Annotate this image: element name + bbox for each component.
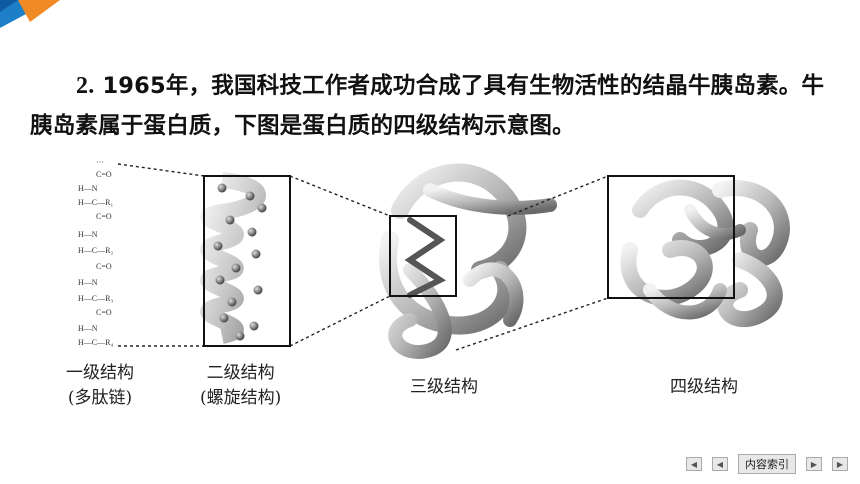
chain-hn-2: H—N [78,230,98,239]
question-number: 2. [76,73,95,99]
chain-hn-4: H—N [78,324,98,333]
helix-illustration [200,172,267,344]
helix-box [203,175,291,347]
structure-illustrations [117,163,790,359]
chain-co-4: C=O [96,308,112,317]
quaternary-illustration [620,179,790,328]
first-slide-button[interactable]: ◀ [686,457,702,471]
connector-lines-1 [117,163,205,347]
secondary-caption-title: 二级结构 [206,363,275,383]
chain-r2: H—C—R₂ [78,246,114,255]
primary-caption-subtitle: (多肽链) [67,388,133,408]
chain-r1: H—C—R₁ [78,198,114,207]
chain-hn-1: H—N [78,184,98,193]
corner-logo [0,0,60,28]
next-slide-button[interactable]: ▶ [806,457,822,471]
slide-navigation: ◀ ◀ 内容索引 ▶ ▶ [686,454,848,474]
content-index-button[interactable]: 内容索引 [738,454,796,474]
secondary-caption: 二级结构 (螺旋结构) [200,358,281,408]
quaternary-caption: 四级结构 [670,377,738,397]
chain-r3: H—C—R₃ [78,294,114,303]
question-body: 1965年，我国科技工作者成功合成了具有生物活性的结晶牛胰岛素。牛胰岛素属于蛋白… [30,73,825,139]
question-text: 2. 1965年，我国科技工作者成功合成了具有生物活性的结晶牛胰岛素。牛胰岛素属… [30,66,840,146]
tertiary-caption: 三级结构 [410,377,478,397]
connector-lines-2 [289,175,391,347]
quaternary-box [607,175,735,299]
chain-co-1: C=O [96,170,112,179]
prev-slide-button[interactable]: ◀ [712,457,728,471]
tertiary-illustration [379,163,557,359]
protein-structure-figure: ··· C=O H—N H—C—R₁ C=O H—N H—C—R₂ C=O H—… [0,150,860,420]
chain-hn-3: H—N [78,278,98,287]
connector-lines-3 [455,175,609,351]
chain-dots: ··· [96,158,104,167]
primary-caption-title: 一级结构 [66,363,134,383]
tertiary-box [389,215,457,297]
chain-r4: H—C—R₄ [78,338,114,347]
last-slide-button[interactable]: ▶ [832,457,848,471]
primary-caption: 一级结构 (多肽链) [66,358,134,408]
chain-co-2: C=O [96,212,112,221]
secondary-caption-subtitle: (螺旋结构) [200,388,282,408]
chain-co-3: C=O [96,262,112,271]
